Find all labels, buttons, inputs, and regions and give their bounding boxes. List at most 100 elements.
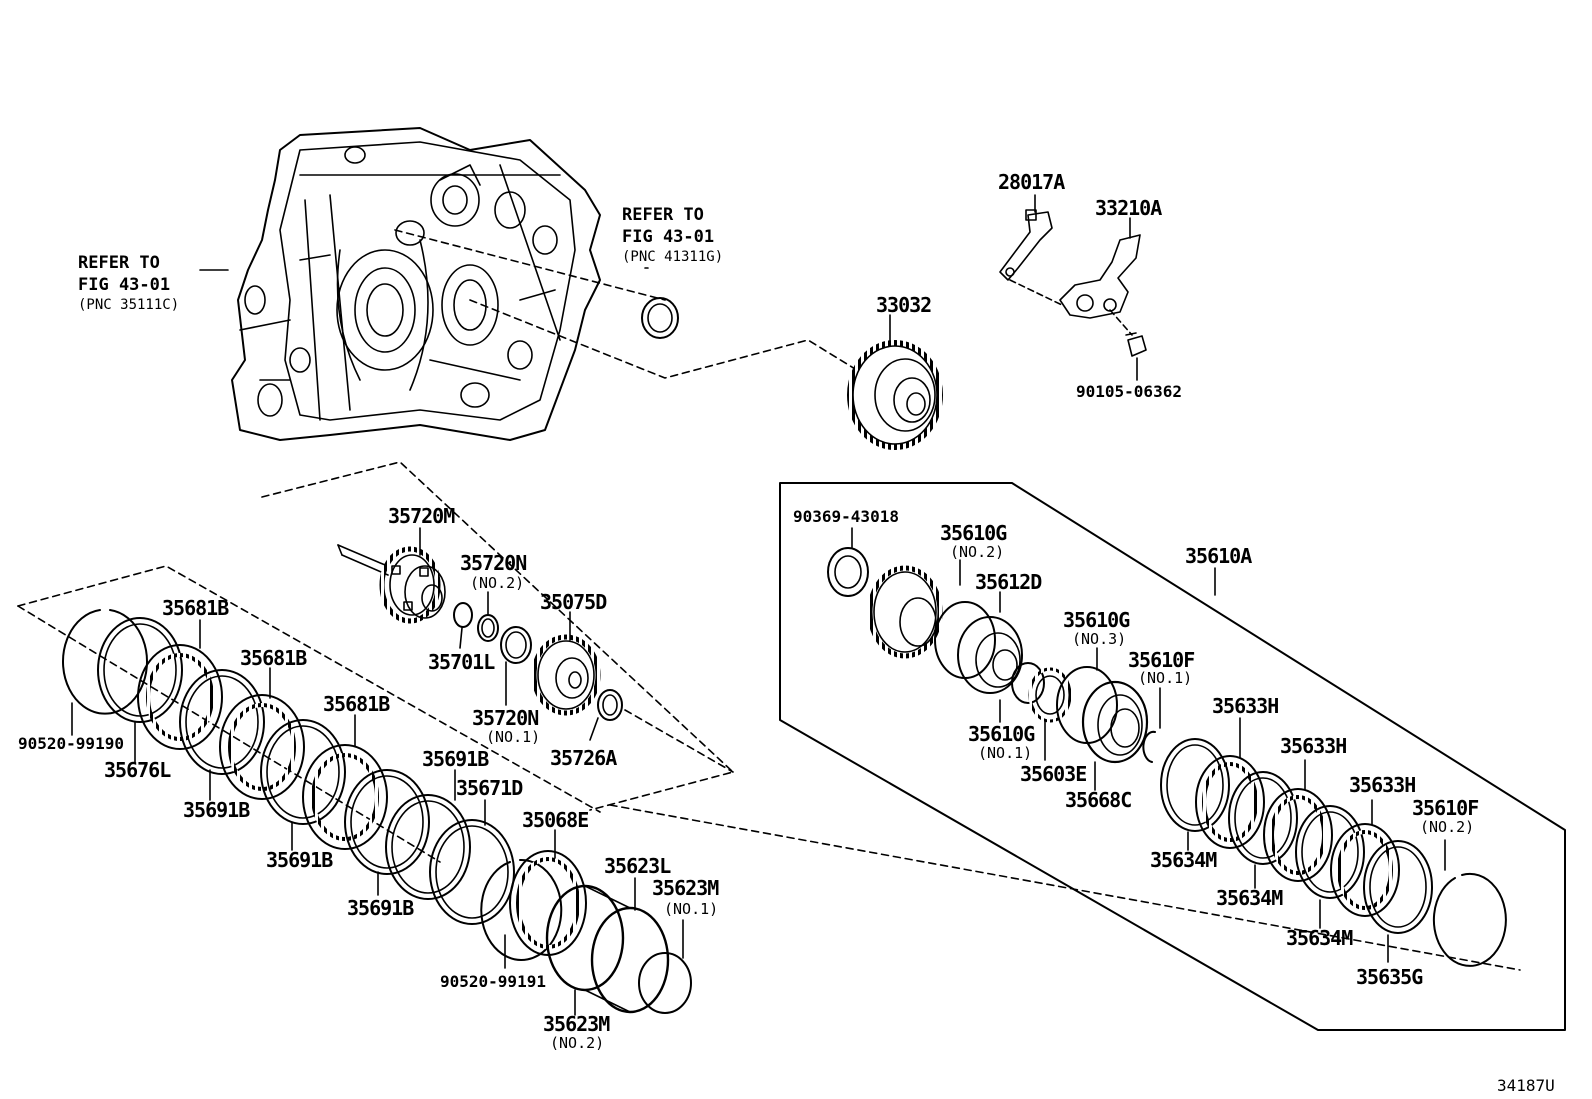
label-33210a: 33210A	[1095, 196, 1162, 220]
shift-lever-28017a	[999, 209, 1053, 281]
piston-35668c	[1081, 680, 1149, 764]
piston-35623l	[545, 884, 670, 1014]
label-35691b-2: 35691B	[266, 848, 333, 872]
label-35720n-no2: 35720N	[460, 551, 527, 575]
label-35623m-no2-sub: (NO.2)	[550, 1034, 605, 1052]
snap-ring-90520-99191	[480, 858, 563, 961]
shaft-35720m	[337, 544, 446, 624]
plate-35691b-4	[385, 794, 471, 900]
reference-left-line1: REFER TO	[78, 253, 160, 273]
reference-right-line2: FIG 43-01	[622, 227, 715, 248]
label-35668c: 35668C	[1065, 788, 1132, 812]
label-35610f-no1-sub: (NO.1)	[1138, 669, 1193, 687]
dashed-housing-seal	[394, 229, 666, 301]
gear-33032	[847, 340, 943, 450]
reference-right: REFER TO FIG 43-01 (PNC 41311G)	[622, 204, 723, 266]
label-28017a: 28017A	[998, 170, 1065, 194]
group-box-35610a	[779, 482, 1566, 1031]
label-35623m-no1: 35623M	[652, 876, 719, 900]
label-35720n-no2-sub: (NO.2)	[470, 574, 525, 592]
label-35610a: 35610A	[1185, 544, 1252, 568]
group-box-left-clutch-lower	[17, 605, 441, 863]
plate-35634m-2	[1228, 771, 1298, 865]
dashed-long-link	[609, 804, 1521, 971]
label-35726a: 35726A	[550, 746, 617, 770]
plate-35691b-1	[179, 669, 265, 775]
label-35671d: 35671D	[456, 776, 523, 800]
disc-35633h-3	[1330, 823, 1400, 917]
disc-35681b-2	[219, 694, 305, 800]
label-35634m-3: 35634M	[1286, 926, 1353, 950]
label-35720n-no1: 35720N	[472, 706, 539, 730]
washer-35726a	[597, 689, 623, 721]
snap-ring-90520-99190	[62, 609, 148, 715]
label-35633h-1: 35633H	[1212, 694, 1279, 718]
label-35681b-3: 35681B	[323, 692, 390, 716]
reference-right-line1: REFER TO	[622, 205, 704, 225]
plate-35691b-2	[260, 719, 346, 825]
label-35610g-no3-sub: (NO.3)	[1072, 630, 1127, 648]
label-35633h-2: 35633H	[1280, 734, 1347, 758]
ring-35612d	[934, 601, 996, 679]
selector-lever-33210a	[1059, 234, 1141, 319]
label-35623l: 35623L	[604, 854, 671, 878]
label-90105-06362: 90105-06362	[1076, 382, 1182, 401]
label-35635g: 35635G	[1356, 965, 1423, 989]
label-35691b-1: 35691B	[183, 798, 250, 822]
label-35612d: 35612D	[975, 570, 1042, 594]
label-35610g-no2-sub: (NO.2)	[950, 543, 1005, 561]
plate-35635g	[1363, 840, 1433, 934]
dashed-35726a	[624, 709, 734, 773]
disc-35633h-1	[1195, 755, 1265, 849]
label-35623m-no1-sub: (NO.1)	[664, 900, 719, 918]
plate-35671d	[429, 819, 515, 925]
label-35701l: 35701L	[428, 650, 495, 674]
hub-35610g-no1	[957, 616, 1023, 694]
label-35623m-no2: 35623M	[543, 1012, 610, 1036]
bearing-35603e	[1028, 667, 1072, 723]
snap-ring-35610f-no1	[1142, 730, 1156, 763]
disc-35633h-2	[1263, 788, 1333, 882]
reference-left: REFER TO FIG 43-01 (PNC 35111C)	[78, 252, 179, 314]
washer-35701l	[453, 602, 473, 628]
label-35610f-no2: 35610F	[1412, 796, 1479, 820]
label-35634m-2: 35634M	[1216, 886, 1283, 910]
label-90369-43018: 90369-43018	[793, 507, 899, 526]
transaxle-housing	[231, 127, 601, 441]
leader-35726a	[589, 717, 599, 741]
label-35068e: 35068E	[522, 808, 589, 832]
disc-35681b-3	[302, 744, 388, 850]
group-box-35720m	[261, 461, 734, 811]
label-33032: 33032	[876, 293, 932, 317]
reference-left-line3: (PNC 35111C)	[78, 297, 180, 314]
label-35720m: 35720M	[388, 504, 455, 528]
label-35610g-no3: 35610G	[1063, 608, 1130, 632]
label-35691b-4: 35691B	[422, 747, 489, 771]
label-35610g-no1: 35610G	[968, 722, 1035, 746]
label-35681b-1: 35681B	[162, 596, 229, 620]
plate-35634m-1	[1160, 738, 1230, 832]
plate-35634m-3	[1295, 805, 1365, 899]
label-35691b-3: 35691B	[347, 896, 414, 920]
label-90520-99190: 90520-99190	[18, 734, 124, 753]
label-35634m-1: 35634M	[1150, 848, 1217, 872]
label-35610g-no1-sub: (NO.1)	[978, 744, 1033, 762]
label-35676l: 35676L	[104, 758, 171, 782]
reference-left-line2: FIG 43-01	[78, 275, 171, 296]
label-90520-99191: 90520-99191	[440, 972, 546, 991]
snap-ring-35610f-no2	[1432, 872, 1507, 967]
bearing-90369-43018	[827, 547, 869, 597]
label-35681b-2: 35681B	[240, 646, 307, 670]
label-35610f-no1: 35610F	[1128, 648, 1195, 672]
leader-35701l	[459, 627, 463, 649]
label-35610f-no2-sub: (NO.2)	[1420, 818, 1475, 836]
label-35610g-no2: 35610G	[940, 521, 1007, 545]
figure-id: 34187U	[1497, 1076, 1555, 1095]
label-35633h-3: 35633H	[1349, 773, 1416, 797]
disc-35681b-1	[137, 644, 223, 750]
label-35720n-no1-sub: (NO.1)	[486, 728, 541, 746]
label-35603e: 35603E	[1020, 762, 1087, 786]
ring-35610g	[1011, 662, 1045, 704]
label-35075d: 35075D	[540, 590, 607, 614]
